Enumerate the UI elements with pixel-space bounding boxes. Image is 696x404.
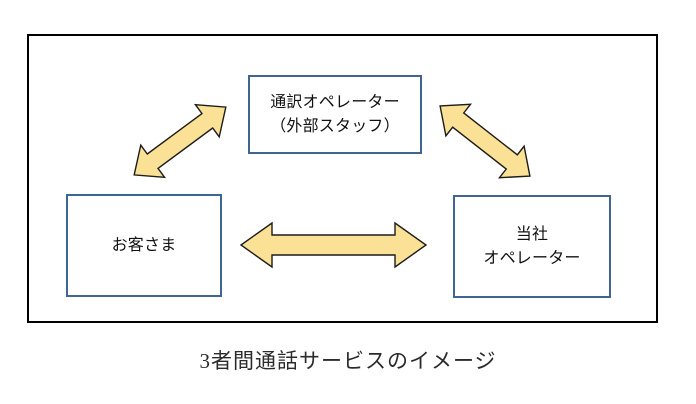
node-box-customer[interactable]: お客さま bbox=[66, 194, 222, 297]
diagram-caption: 3者間通話サービスのイメージ bbox=[199, 349, 497, 373]
node-label-customer: お客さま bbox=[111, 236, 177, 254]
node-box-company[interactable]: 当社 オペレーター bbox=[453, 195, 611, 298]
diagram-frame: 通訳オペレーター （外部スタッフ） お客さま 当社 オペレーター bbox=[27, 34, 658, 323]
node-box-interpreter[interactable]: 通訳オペレーター （外部スタッフ） bbox=[248, 75, 422, 154]
node-label-interpreter: 通訳オペレーター （外部スタッフ） bbox=[270, 94, 400, 135]
node-label-company: 当社 オペレーター bbox=[483, 226, 581, 267]
